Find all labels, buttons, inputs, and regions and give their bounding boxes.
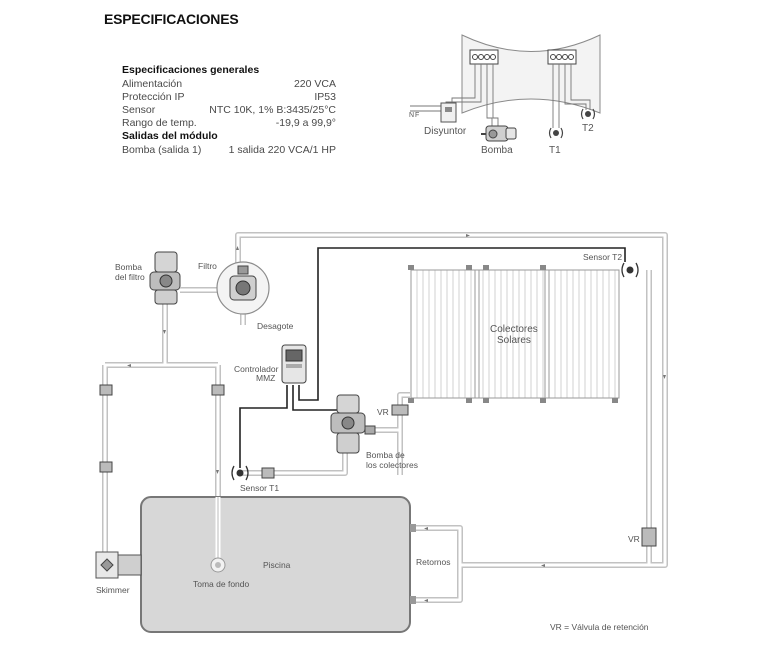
label-toma-fondo: Toma de fondo [193,579,250,589]
label-vr-left: VR [377,407,389,417]
spec-label-power: Alimentación [122,78,183,90]
spec-value-ip: IP53 [314,91,336,103]
output-label-pump: Bomba (salida 1) [122,144,202,156]
label-colectores-2: Solares [497,335,531,346]
label-n: N [409,112,414,119]
bottom-drain [210,497,226,573]
output-value-pump: 1 salida 220 VCA/1 HP [228,144,336,156]
label-bomba-filtro-1: Bomba [115,262,142,272]
breaker-symbol [440,102,457,123]
label-t2: T2 [582,123,594,134]
label-filtro: Filtro [198,261,217,271]
solar-collectors [408,265,620,403]
diagram-labels: Bomba del filtro Filtro Desagote Control… [96,252,649,632]
sensor-t1-icon-small [548,127,564,139]
return-nozzles [410,524,416,604]
spec-label-range: Rango de temp. [122,117,197,129]
label-desagote: Desagote [257,321,294,331]
filter-pump [149,251,222,305]
page-title: ESPECIFICACIONES [104,11,239,27]
label-sensor-t2: Sensor T2 [583,252,622,262]
sensor-t1-icon [231,465,249,481]
spec-value-range: -19,9 a 99,9° [275,117,336,129]
label-controlador-2: MMZ [256,373,275,383]
label-bomba-colectores-2: los colectores [366,460,418,470]
label-colectores-1: Colectores [490,324,538,335]
pump-symbol-small [481,125,517,142]
controller-cables [239,247,626,468]
label-t1: T1 [549,145,561,156]
label-bomba-filtro-2: del filtro [115,272,145,282]
sensor-t2-icon [621,262,639,278]
label-sensor-t1: Sensor T1 [240,483,279,493]
label-vr-right: VR [628,534,640,544]
collector-pump [330,394,376,454]
controller-enclosure [461,34,601,114]
skimmer [95,551,142,579]
sensor-t2-icon-small [580,108,596,120]
general-specs-heading: Especificaciones generales [122,64,260,76]
label-piscina: Piscina [263,560,291,570]
label-controlador-1: Controlador [234,364,279,374]
check-valves [99,384,657,547]
controller-mmz [281,344,307,384]
label-bomba: Bomba [481,145,513,156]
legend-vr: VR = Válvula de retención [550,622,649,632]
filter [216,261,270,315]
label-skimmer: Skimmer [96,585,130,595]
spec-value-sensor: NTC 10K, 1% B:3435/25°C [209,104,336,116]
label-retornos: Retornos [416,557,451,567]
spec-label-sensor: Sensor [122,104,156,116]
label-f: F [415,112,419,119]
spec-label-ip: Protección IP [122,91,185,103]
label-bomba-colectores-1: Bomba de [366,450,405,460]
wiring-diagram: N F Disyuntor Bomba T1 T2 [409,34,601,156]
outputs-heading: Salidas del módulo [122,130,218,142]
spec-value-power: 220 VCA [293,78,336,90]
label-disyuntor: Disyuntor [424,126,467,137]
